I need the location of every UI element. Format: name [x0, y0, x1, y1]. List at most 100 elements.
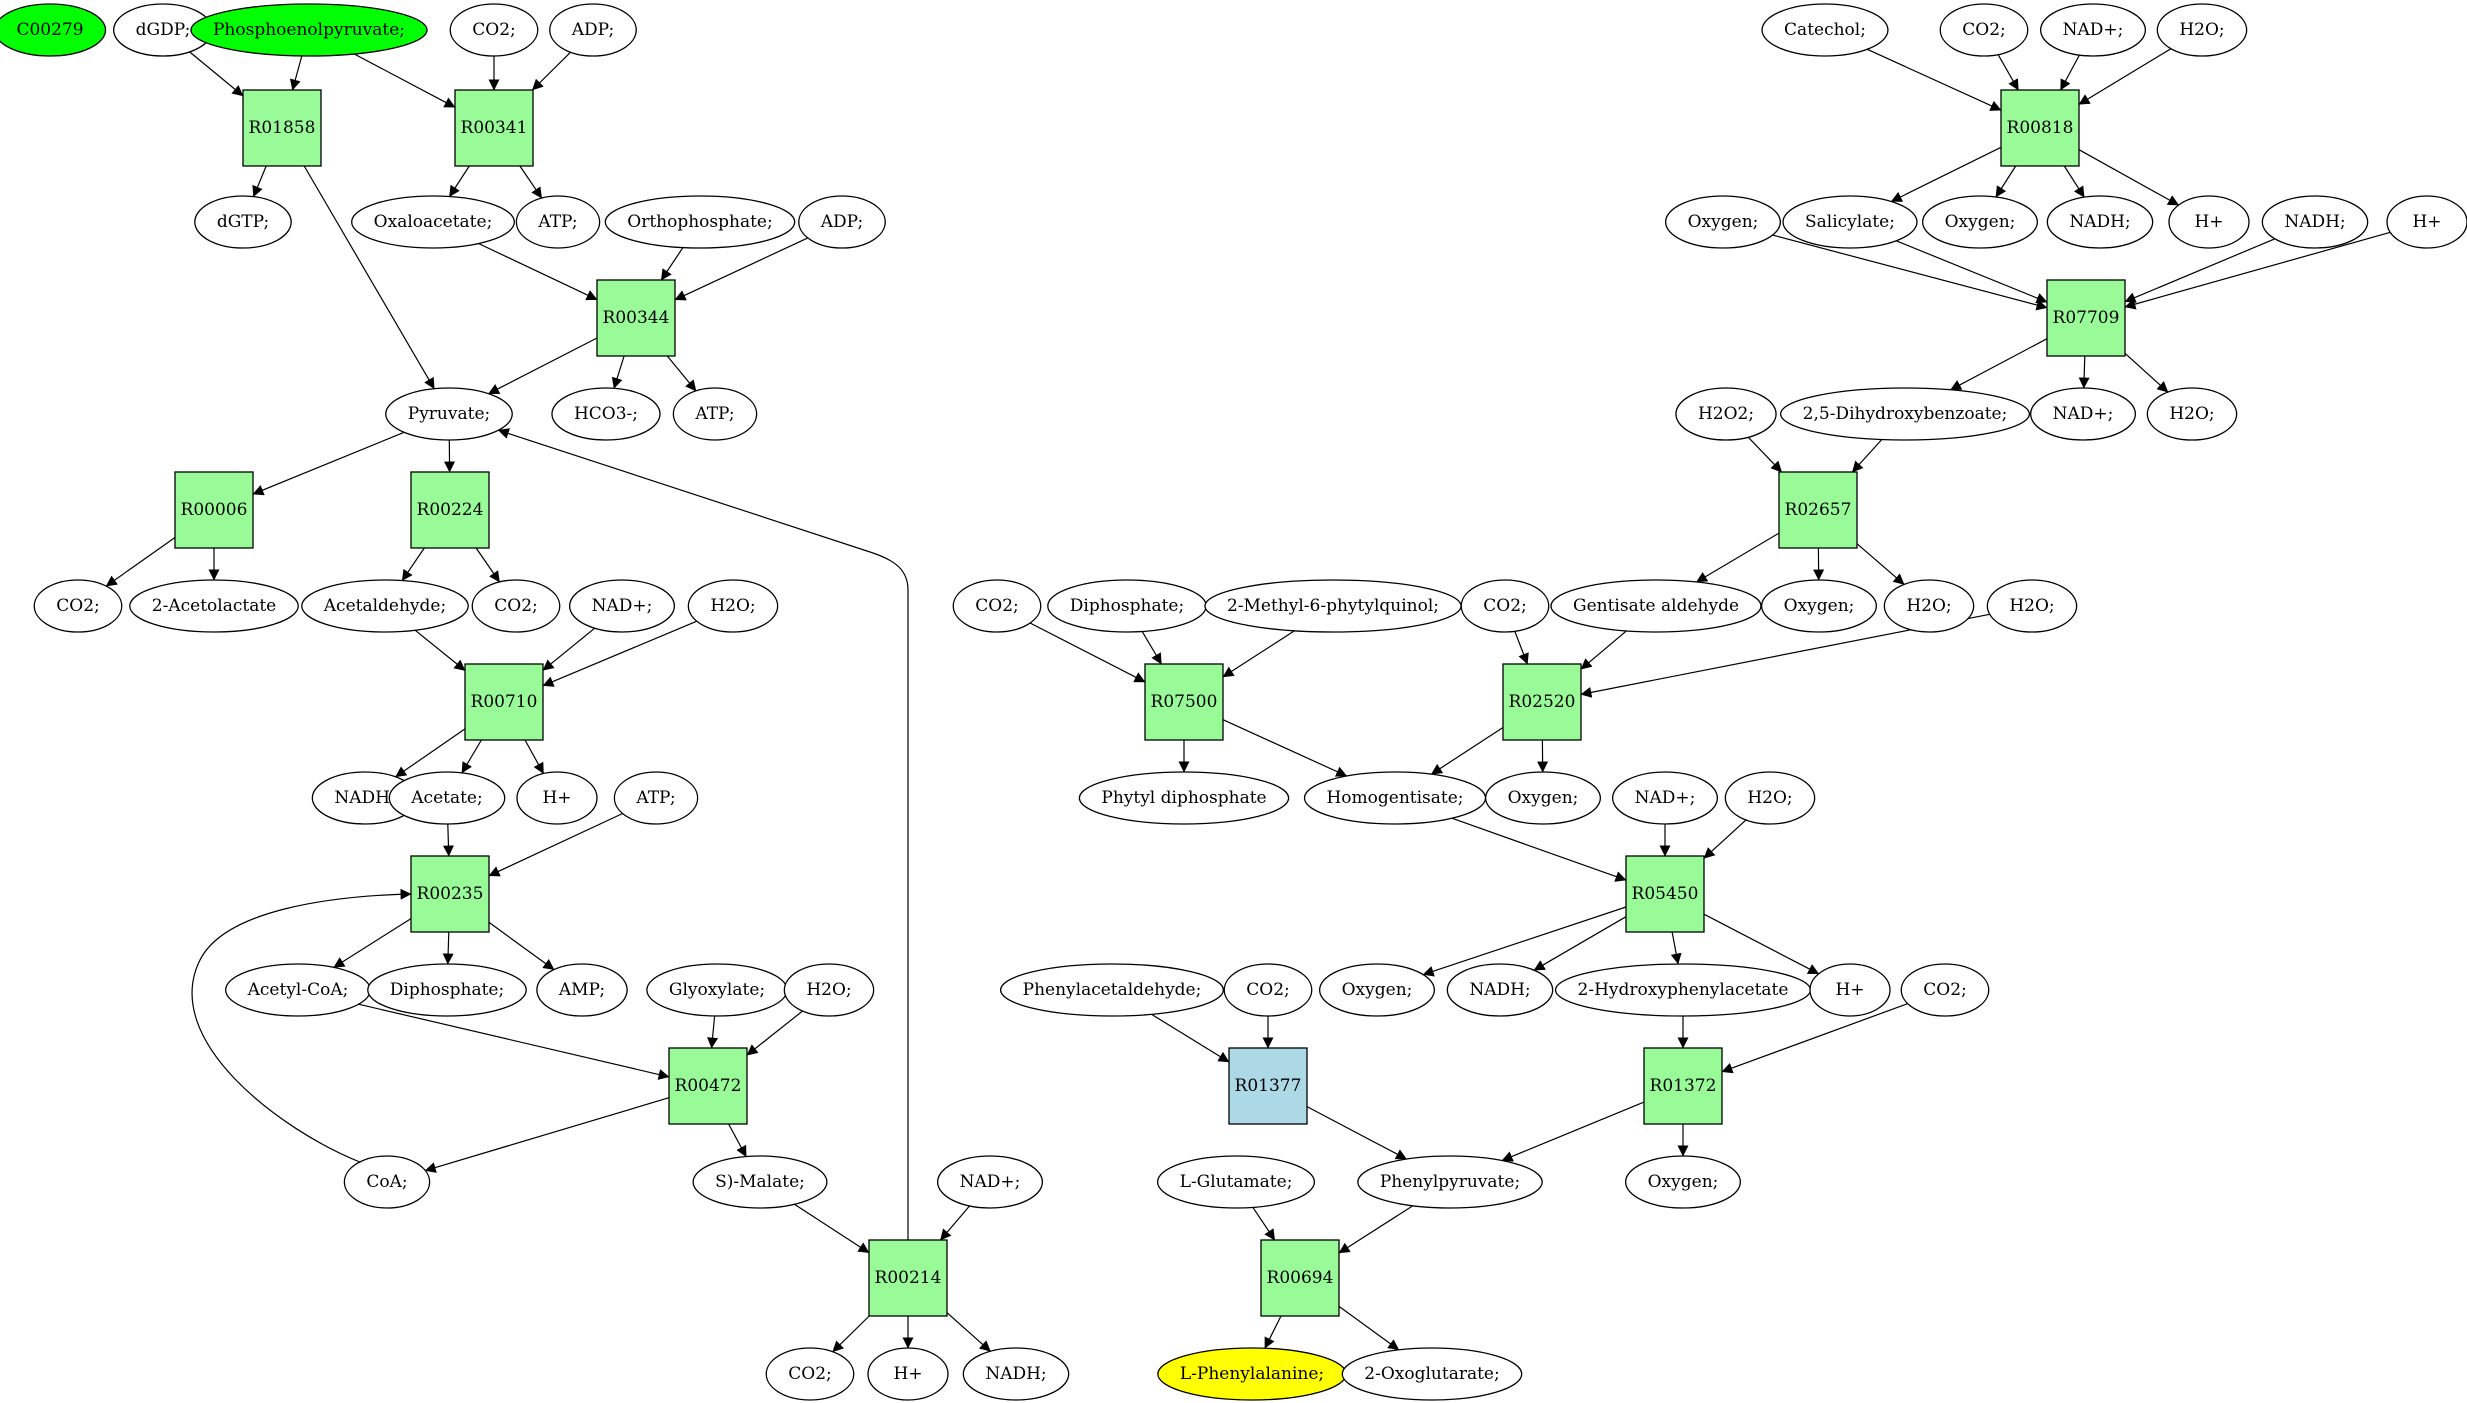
- compound-node-c63[interactable]: CO2;: [1223, 963, 1313, 1017]
- compound-node-c11[interactable]: HCO3-;: [551, 387, 661, 441]
- compound-node-c36[interactable]: NAD+;: [2039, 3, 2147, 57]
- compound-node-c50[interactable]: Diphosphate;: [1047, 579, 1207, 633]
- compound-node-c64[interactable]: Oxygen;: [1318, 963, 1436, 1017]
- compound-ellipse[interactable]: [1223, 963, 1313, 1017]
- compound-ellipse[interactable]: [2156, 3, 2248, 57]
- compound-node-c44[interactable]: H+: [2386, 195, 2467, 249]
- compound-node-c6[interactable]: Oxaloacetate;: [351, 195, 515, 249]
- compound-node-c2[interactable]: Phosphoenolpyruvate;: [190, 3, 428, 57]
- reaction-box[interactable]: [464, 663, 544, 741]
- compound-ellipse[interactable]: [1883, 579, 1975, 633]
- compound-ellipse[interactable]: [515, 195, 601, 249]
- reaction-node-r01372[interactable]: R01372: [1643, 1047, 1723, 1125]
- compound-ellipse[interactable]: [2386, 195, 2467, 249]
- reaction-node-r01858[interactable]: R01858: [242, 89, 322, 167]
- compound-node-c54[interactable]: Oxygen;: [1760, 579, 1878, 633]
- reaction-node-r00214[interactable]: R00214: [868, 1239, 948, 1317]
- compound-node-c25[interactable]: AMP;: [536, 963, 628, 1017]
- compound-node-c38[interactable]: Oxygen;: [1664, 195, 1782, 249]
- compound-node-c32[interactable]: H+: [867, 1347, 949, 1401]
- compound-ellipse[interactable]: [1484, 771, 1602, 825]
- reaction-node-r00341[interactable]: R00341: [454, 89, 534, 167]
- compound-ellipse[interactable]: [604, 195, 796, 249]
- reaction-box[interactable]: [1260, 1239, 1340, 1317]
- compound-ellipse[interactable]: [1900, 963, 1990, 1017]
- compound-ellipse[interactable]: [1156, 1155, 1316, 1209]
- compound-ellipse[interactable]: [33, 579, 123, 633]
- compound-ellipse[interactable]: [783, 963, 875, 1017]
- compound-ellipse[interactable]: [2046, 195, 2154, 249]
- compound-node-c27[interactable]: H2O;: [783, 963, 875, 1017]
- reaction-node-r00472[interactable]: R00472: [668, 1047, 748, 1125]
- compound-node-c45[interactable]: H2O2;: [1675, 387, 1777, 441]
- compound-ellipse[interactable]: [301, 579, 469, 633]
- compound-ellipse[interactable]: [1446, 963, 1554, 1017]
- compound-node-c40[interactable]: Oxygen;: [1921, 195, 2039, 249]
- compound-node-c43[interactable]: NADH;: [2261, 195, 2369, 249]
- compound-ellipse[interactable]: [194, 195, 292, 249]
- compound-node-c20[interactable]: Acetate;: [388, 771, 506, 825]
- compound-ellipse[interactable]: [999, 963, 1225, 1017]
- compound-node-c23[interactable]: Acetyl-CoA;: [224, 963, 372, 1017]
- compound-ellipse[interactable]: [962, 1347, 1070, 1401]
- compound-ellipse[interactable]: [351, 195, 515, 249]
- compound-node-c42[interactable]: H+: [2168, 195, 2250, 249]
- compound-node-c30[interactable]: NAD+;: [936, 1155, 1044, 1209]
- compound-ellipse[interactable]: [1357, 1155, 1543, 1209]
- reaction-box[interactable]: [868, 1239, 948, 1317]
- compound-ellipse[interactable]: [343, 1155, 431, 1209]
- reaction-node-r00710[interactable]: R00710: [464, 663, 544, 741]
- compound-ellipse[interactable]: [1664, 195, 1782, 249]
- compound-node-c0[interactable]: C00279: [0, 3, 107, 57]
- compound-ellipse[interactable]: [568, 579, 676, 633]
- reaction-box[interactable]: [2046, 279, 2126, 357]
- compound-node-c5[interactable]: dGTP;: [194, 195, 292, 249]
- compound-ellipse[interactable]: [613, 771, 699, 825]
- compound-node-c71[interactable]: Oxygen;: [1624, 1155, 1742, 1209]
- compound-node-c65[interactable]: NADH;: [1446, 963, 1554, 1017]
- compound-node-c15[interactable]: Acetaldehyde;: [301, 579, 469, 633]
- reaction-node-r02520[interactable]: R02520: [1502, 663, 1582, 741]
- compound-ellipse[interactable]: [549, 3, 637, 57]
- compound-node-c52[interactable]: CO2;: [1460, 579, 1550, 633]
- reaction-node-r00694[interactable]: R00694: [1260, 1239, 1340, 1317]
- compound-node-c35[interactable]: CO2;: [1939, 3, 2029, 57]
- compound-node-c16[interactable]: CO2;: [471, 579, 561, 633]
- compound-ellipse[interactable]: [551, 387, 661, 441]
- compound-node-c34[interactable]: Catechol;: [1761, 3, 1889, 57]
- compound-ellipse[interactable]: [385, 387, 513, 441]
- compound-node-c51[interactable]: 2-Methyl-6-phytylquinol;: [1204, 579, 1462, 633]
- compound-node-c48[interactable]: H2O;: [2146, 387, 2238, 441]
- compound-node-c73[interactable]: 2-Oxoglutarate;: [1341, 1347, 1523, 1401]
- compound-ellipse[interactable]: [765, 1347, 855, 1401]
- compound-ellipse[interactable]: [1624, 1155, 1742, 1209]
- reaction-box[interactable]: [1778, 471, 1858, 549]
- compound-node-c33[interactable]: NADH;: [962, 1347, 1070, 1401]
- compound-node-c4[interactable]: ADP;: [549, 3, 637, 57]
- compound-ellipse[interactable]: [692, 1155, 828, 1209]
- reaction-node-r00344[interactable]: R00344: [596, 279, 676, 357]
- compound-ellipse[interactable]: [388, 771, 506, 825]
- compound-node-c72[interactable]: L-Phenylalanine;: [1157, 1347, 1347, 1401]
- compound-ellipse[interactable]: [798, 195, 886, 249]
- compound-node-c19[interactable]: NADH;: [311, 771, 419, 825]
- reaction-box[interactable]: [596, 279, 676, 357]
- compound-node-c53[interactable]: Gentisate aldehyde: [1550, 579, 1762, 633]
- compound-ellipse[interactable]: [936, 1155, 1044, 1209]
- compound-node-c1[interactable]: dGDP;: [113, 3, 213, 57]
- reaction-node-r00235[interactable]: R00235: [410, 855, 490, 933]
- compound-ellipse[interactable]: [2146, 387, 2238, 441]
- compound-node-c69[interactable]: L-Glutamate;: [1156, 1155, 1316, 1209]
- compound-node-c68[interactable]: CO2;: [1900, 963, 1990, 1017]
- reaction-box[interactable]: [2000, 89, 2080, 167]
- compound-node-c55[interactable]: H2O;: [1883, 579, 1975, 633]
- compound-ellipse[interactable]: [1809, 963, 1891, 1017]
- compound-ellipse[interactable]: [1986, 579, 2078, 633]
- compound-ellipse[interactable]: [0, 3, 107, 57]
- compound-node-c57[interactable]: Phytyl diphosphate: [1078, 771, 1290, 825]
- compound-node-c12[interactable]: ATP;: [672, 387, 758, 441]
- reaction-box[interactable]: [1144, 663, 1224, 741]
- compound-ellipse[interactable]: [2261, 195, 2369, 249]
- reaction-box[interactable]: [410, 855, 490, 933]
- compound-node-c8[interactable]: Orthophosphate;: [604, 195, 796, 249]
